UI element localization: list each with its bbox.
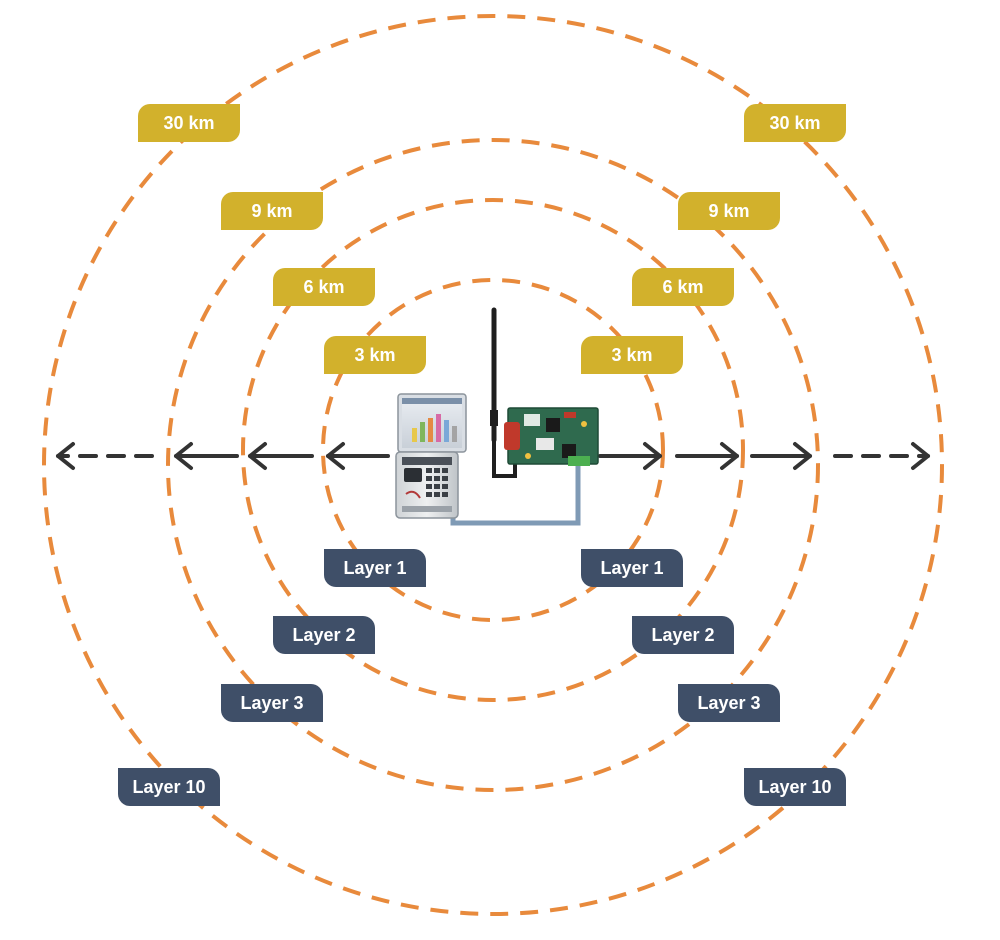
distance-badge-9km-left: 9 km bbox=[221, 192, 323, 230]
arrow-right-2 bbox=[675, 442, 739, 470]
arrow-left-10-dashed bbox=[56, 442, 154, 470]
distance-badge-30km-right: 30 km bbox=[744, 104, 846, 142]
distance-badge-6km-right: 6 km bbox=[632, 268, 734, 306]
layer-badge-10-right: Layer 10 bbox=[744, 768, 846, 806]
layer-badge-1-left: Layer 1 bbox=[324, 549, 426, 587]
arrow-left-3 bbox=[174, 442, 239, 470]
ring-layer-3 bbox=[166, 138, 820, 792]
screen-bars bbox=[412, 414, 457, 442]
controller-unit-icon bbox=[395, 393, 467, 519]
range-arrows bbox=[56, 442, 930, 470]
layer-badge-2-right: Layer 2 bbox=[632, 616, 734, 654]
arrow-left-1 bbox=[326, 442, 390, 470]
arrow-left-2 bbox=[248, 442, 314, 470]
layer-badge-1-right: Layer 1 bbox=[581, 549, 683, 587]
ring-layer-2 bbox=[241, 198, 745, 702]
arrow-right-10-dashed bbox=[833, 442, 930, 470]
range-rings bbox=[42, 14, 944, 916]
layer-badge-3-left: Layer 3 bbox=[221, 684, 323, 722]
distance-badge-6km-left: 6 km bbox=[273, 268, 375, 306]
layer-badge-10-left: Layer 10 bbox=[118, 768, 220, 806]
arrow-right-1 bbox=[598, 442, 662, 470]
arrow-right-3 bbox=[750, 442, 812, 470]
layer-badge-3-right: Layer 3 bbox=[678, 684, 780, 722]
distance-badge-3km-left: 3 km bbox=[324, 336, 426, 374]
ring-layer-10 bbox=[42, 14, 944, 916]
distance-badge-3km-right: 3 km bbox=[581, 336, 683, 374]
distance-badge-30km-left: 30 km bbox=[138, 104, 240, 142]
radio-module-icon bbox=[490, 307, 599, 478]
ring-layer-1 bbox=[321, 278, 665, 622]
distance-badge-9km-right: 9 km bbox=[678, 192, 780, 230]
keypad bbox=[426, 468, 448, 497]
layer-badge-2-left: Layer 2 bbox=[273, 616, 375, 654]
